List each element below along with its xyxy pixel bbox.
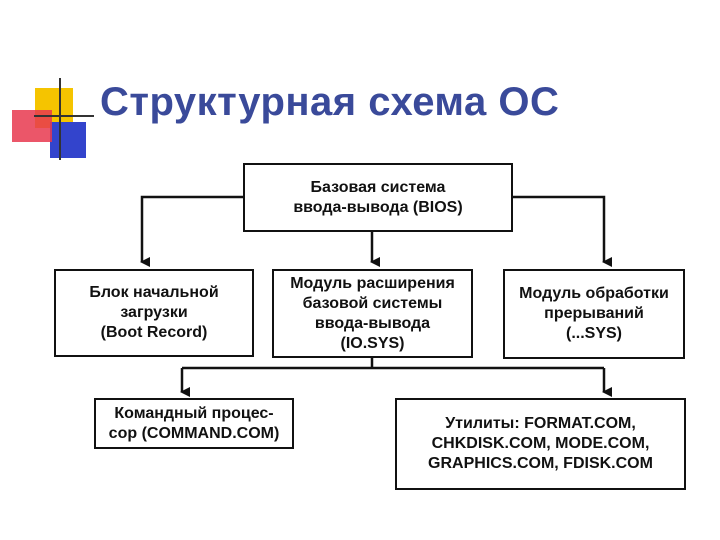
box-bios-line-1: Базовая система: [310, 178, 446, 196]
box-utilities-line-3: GRAPHICS.COM, FDISK.COM: [428, 455, 653, 472]
box-interrupts-line-2: прерываний: [544, 305, 644, 322]
decor-vertical-line: [59, 78, 61, 160]
connector-iosys-split: [182, 358, 604, 370]
box-interrupts-line-1: Модуль обработки: [519, 285, 669, 302]
box-interrupts-line-3: (...SYS): [565, 325, 622, 342]
box-utilities: Утилиты: FORMAT.COM, CHKDISK.COM, MODE.C…: [395, 398, 686, 490]
box-bios: Базовая система ввода-вывода (BIOS): [243, 163, 513, 232]
box-iosys-line-3: ввода-вывода: [314, 314, 431, 332]
box-iosys: Модуль расширения базовой системы ввода-…: [272, 269, 473, 358]
decor-blue-square: [50, 122, 86, 158]
arrow-bios-to-boot: [140, 195, 243, 267]
box-command-line-2: сор (COMMAND.COM): [108, 424, 280, 442]
box-utilities-line-1: Утилиты: FORMAT.COM,: [445, 415, 636, 432]
box-command-processor: Командный процес- сор (COMMAND.COM): [94, 398, 294, 449]
arrow-bios-to-interrupts: [513, 195, 612, 267]
box-iosys-line-2: базовой системы: [302, 294, 443, 312]
decor-horizontal-line: [34, 115, 94, 117]
box-boot-record: Блок начальной загрузки (Boot Record): [54, 269, 254, 357]
box-bios-line-2: ввода-вывода (BIOS): [293, 198, 463, 216]
box-boot-line-2: загрузки: [120, 304, 188, 321]
box-interrupts: Модуль обработки прерываний (...SYS): [503, 269, 685, 359]
box-iosys-line-4: (IO.SYS): [340, 334, 405, 352]
box-boot-line-1: Блок начальной: [89, 284, 219, 301]
box-boot-line-3: (Boot Record): [100, 324, 208, 341]
box-command-line-1: Командный процес-: [114, 404, 274, 422]
slide-title: Структурная схема ОС: [100, 80, 560, 124]
box-iosys-line-1: Модуль расширения: [290, 274, 455, 292]
box-utilities-line-2: CHKDISK.COM, MODE.COM,: [431, 435, 650, 452]
